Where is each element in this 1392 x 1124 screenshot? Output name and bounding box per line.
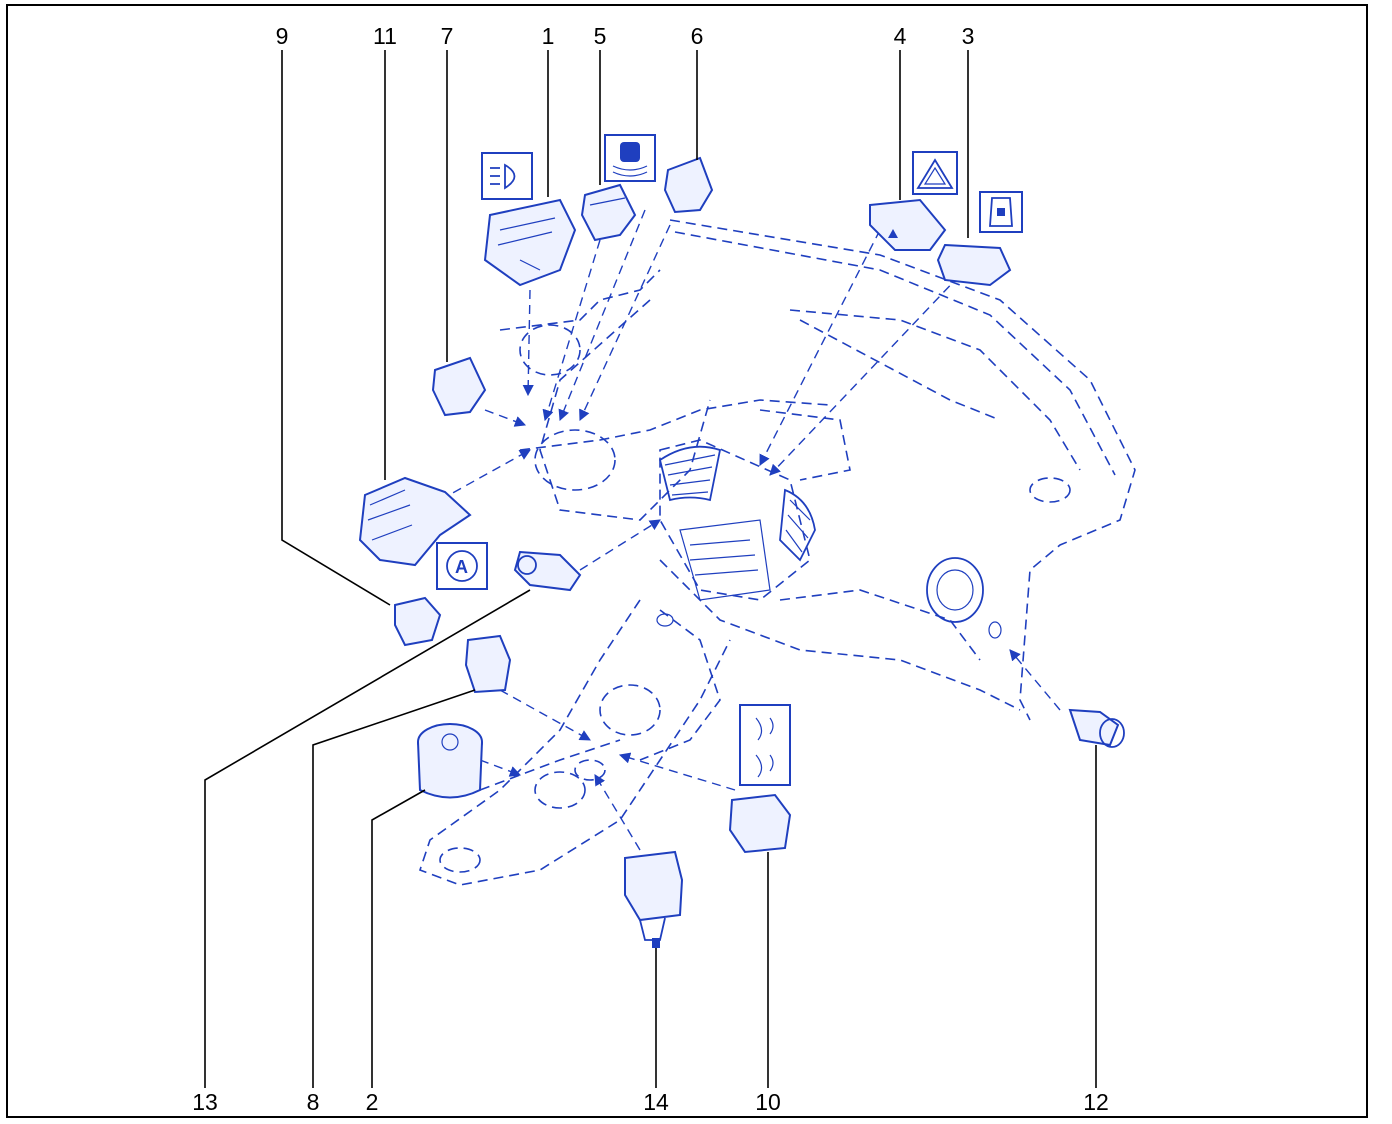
seat-heater-icon (739, 704, 791, 786)
callout-2: 2 (366, 1089, 379, 1115)
callout-5: 5 (594, 23, 607, 49)
callout-14: 14 (643, 1089, 669, 1115)
part-11-switch (358, 476, 472, 567)
callout-11: 11 (373, 23, 397, 49)
part-5-parking-switch (580, 183, 637, 242)
auto-hold-icon: A (436, 542, 488, 590)
door-lock-icon (979, 191, 1023, 233)
headlamp-level-icon (481, 152, 533, 200)
callout-9: 9 (276, 23, 289, 49)
part-9-auto-hold-switch (394, 596, 442, 647)
part-4-hazard-switch (869, 198, 947, 251)
callout-6: 6 (691, 23, 704, 49)
install-arrows (439, 209, 1061, 851)
part-3-door-lock-switch (936, 243, 1012, 287)
parking-sensor-icon (604, 134, 656, 182)
callout-1: 1 (542, 23, 555, 49)
part-7-switch (431, 356, 487, 417)
part-13-switch (513, 550, 582, 592)
callout-leaders (204, 50, 1097, 1088)
diagram-frame (6, 4, 1368, 1118)
callout-numbers: 9 11 7 1 5 6 4 3 13 8 2 14 10 12 (192, 23, 1109, 1115)
part-12-socket (1068, 708, 1125, 748)
callout-12: 12 (1083, 1089, 1109, 1115)
part-10-seat-heater-switch (728, 793, 792, 854)
part-2-rotary-knob (417, 723, 483, 799)
callout-8: 8 (307, 1089, 320, 1115)
dashboard-outline (418, 219, 1136, 886)
part-14-switch (624, 850, 684, 948)
part-8-switch (464, 634, 512, 694)
part-1-headlamp-switch (483, 198, 577, 287)
part-6-switch (663, 156, 714, 214)
callout-10: 10 (755, 1089, 781, 1115)
callout-4: 4 (894, 23, 907, 49)
svg-text:A: A (455, 557, 468, 577)
callout-3: 3 (962, 23, 975, 49)
callout-13: 13 (192, 1089, 218, 1115)
hazard-warning-icon (912, 151, 958, 195)
callout-7: 7 (441, 23, 454, 49)
